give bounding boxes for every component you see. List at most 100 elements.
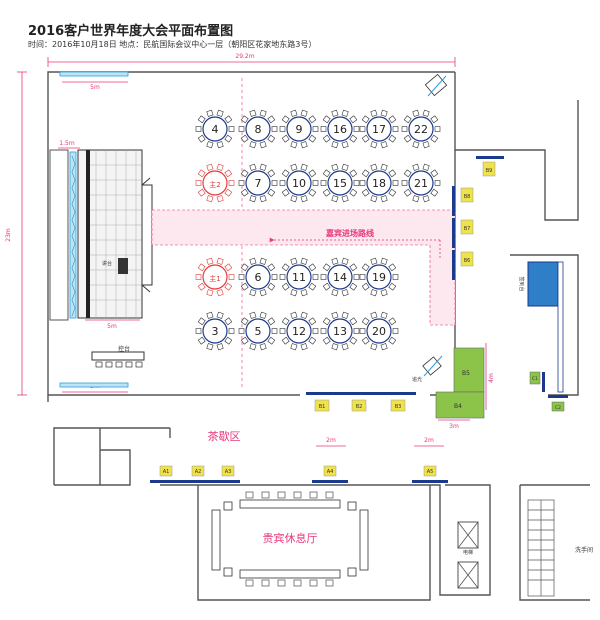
table-chair bbox=[300, 343, 308, 351]
booth-b9: B9 bbox=[486, 168, 493, 174]
table-chair bbox=[341, 195, 349, 203]
table-top bbox=[366, 264, 392, 290]
registration-label: 签到台 bbox=[518, 276, 525, 291]
table-chair bbox=[281, 282, 290, 291]
table-chair bbox=[392, 328, 399, 334]
table-chair bbox=[249, 195, 257, 203]
table-top bbox=[327, 170, 353, 196]
tea-area-label: 茶歇区 bbox=[208, 430, 241, 443]
dim-total-height: 23m bbox=[5, 228, 12, 242]
table-chair bbox=[300, 257, 308, 265]
table-chair bbox=[197, 317, 206, 326]
table-chair bbox=[267, 169, 276, 178]
table-chair bbox=[312, 328, 319, 334]
table-chair bbox=[228, 328, 235, 334]
table-number: 3 bbox=[212, 325, 219, 338]
table-chair bbox=[308, 317, 317, 326]
dim-b-width: 3m bbox=[449, 423, 459, 430]
table-top bbox=[366, 116, 392, 142]
booth-b1: B1 bbox=[319, 404, 326, 410]
table-chair bbox=[206, 311, 214, 319]
dim-lounge-b: 2m bbox=[424, 437, 434, 444]
table-chair bbox=[238, 180, 245, 186]
table-chair bbox=[224, 336, 233, 345]
table-chair bbox=[430, 115, 439, 124]
table-chair bbox=[281, 134, 290, 143]
table-chair bbox=[224, 263, 233, 272]
table-chair bbox=[206, 343, 214, 351]
table-chair bbox=[249, 343, 257, 351]
table-chair bbox=[359, 180, 366, 186]
green-booths: B5 B4 bbox=[435, 347, 485, 419]
table-top bbox=[366, 318, 392, 344]
booth-b4: B4 bbox=[454, 403, 462, 410]
stage bbox=[49, 149, 153, 321]
table-chair bbox=[195, 274, 202, 280]
table-chair bbox=[267, 336, 276, 345]
booth-a2: A2 bbox=[195, 469, 202, 475]
table-number: 16 bbox=[333, 123, 347, 136]
vip-lounge-chairs bbox=[245, 491, 334, 587]
round-table: 7 bbox=[238, 163, 278, 203]
control-chairs bbox=[95, 361, 143, 368]
table-chair bbox=[228, 180, 235, 186]
booth-a1: A1 bbox=[163, 469, 170, 475]
round-table: 8 bbox=[238, 109, 278, 149]
table-chair bbox=[349, 263, 358, 272]
table-top bbox=[245, 170, 271, 196]
table-chair bbox=[434, 126, 441, 132]
table-chair bbox=[290, 163, 298, 171]
round-table: 5 bbox=[238, 311, 278, 351]
table-number: 主2 bbox=[209, 180, 220, 189]
booth-a5: A5 bbox=[427, 469, 434, 475]
round-table: 16 bbox=[320, 109, 360, 149]
table-chair bbox=[308, 263, 317, 272]
table-top bbox=[245, 116, 271, 142]
table-chair bbox=[300, 195, 308, 203]
table-chair bbox=[216, 195, 224, 203]
table-chair bbox=[240, 134, 249, 143]
table-chair bbox=[331, 257, 339, 265]
table-chair bbox=[259, 163, 267, 171]
table-chair bbox=[353, 328, 360, 334]
table-chair bbox=[197, 134, 206, 143]
control-label: 控台 bbox=[118, 345, 130, 353]
table-number: 22 bbox=[414, 123, 428, 136]
table-top bbox=[366, 170, 392, 196]
registration-desk bbox=[527, 261, 559, 307]
table-chair bbox=[197, 188, 206, 197]
table-chair bbox=[259, 195, 267, 203]
table-chair bbox=[267, 282, 276, 291]
round-table: 主1 bbox=[195, 257, 235, 297]
table-chair bbox=[370, 311, 378, 319]
booth-c1: C1 bbox=[532, 376, 538, 382]
table-chair bbox=[249, 141, 257, 149]
table-chair bbox=[197, 169, 206, 178]
table-chair bbox=[353, 274, 360, 280]
round-table: 21 bbox=[401, 163, 441, 203]
table-chair bbox=[430, 169, 439, 178]
table-number: 10 bbox=[292, 177, 306, 190]
table-top bbox=[327, 116, 353, 142]
page-subtitle: 时间：2016年10月18日 地点：民航国际会议中心一层（朝阳区花家地东路3号） bbox=[28, 40, 317, 49]
table-chair bbox=[380, 195, 388, 203]
table-chair bbox=[206, 289, 214, 297]
table-chair bbox=[300, 163, 308, 171]
table-top bbox=[202, 264, 228, 290]
round-table: 3 bbox=[195, 311, 235, 351]
table-chair bbox=[403, 115, 412, 124]
table-chair bbox=[224, 282, 233, 291]
table-number: 6 bbox=[255, 271, 262, 284]
round-table: 14 bbox=[320, 257, 360, 297]
table-chair bbox=[341, 141, 349, 149]
table-chair bbox=[249, 289, 257, 297]
table-chair bbox=[300, 289, 308, 297]
table-chair bbox=[341, 257, 349, 265]
table-chair bbox=[422, 109, 430, 117]
table-chair bbox=[412, 141, 420, 149]
table-chair bbox=[308, 282, 317, 291]
table-chair bbox=[224, 317, 233, 326]
table-chair bbox=[281, 263, 290, 272]
